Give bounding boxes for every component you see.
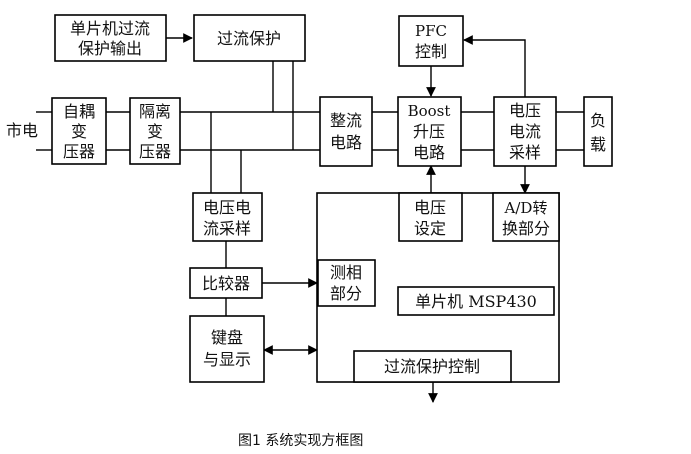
label-mcu-overcurrent-output-line1: 单片机过流	[70, 19, 150, 38]
label-vi-sampling-right-line1: 电压	[509, 101, 541, 120]
label-vi-sampling-left-line1: 电压电	[203, 198, 251, 217]
label-vi-sampling-left-line2: 流采样	[203, 219, 251, 238]
block-voltage-setting: 电压 设定	[398, 192, 463, 242]
label-isolation-transformer-line3: 压器	[139, 142, 171, 161]
label-pfc-control-line1: PFC	[415, 22, 447, 40]
label-overcurrent-protection: 过流保护	[217, 29, 281, 48]
connections	[36, 33, 584, 403]
block-comparator: 比较器	[189, 267, 263, 299]
block-vi-sampling-left: 电压电 流采样	[192, 192, 263, 242]
label-load-line1: 负	[590, 111, 606, 130]
label-vi-sampling-right-line2: 电流	[509, 122, 541, 141]
label-vi-sampling-right-line3: 采样	[509, 143, 541, 162]
label-voltage-setting-line1: 电压	[414, 198, 446, 217]
label-boost-line1: Boost	[408, 102, 451, 120]
block-load: 负 载	[583, 96, 613, 167]
block-keyboard-display: 键盘 与显示	[189, 315, 265, 383]
block-overcurrent-protection: 过流保护	[193, 14, 306, 62]
label-voltage-setting-line2: 设定	[414, 219, 446, 238]
block-adc: A/D转 换部分	[492, 192, 560, 242]
label-autotransformer-line2: 变	[71, 122, 87, 141]
label-autotransformer-line3: 压器	[63, 142, 95, 161]
label-rectifier-line2: 电路	[330, 133, 362, 152]
label-isolation-transformer-line2: 变	[147, 122, 163, 141]
label-mcu-overcurrent-output-line2: 保护输出	[78, 39, 142, 58]
label-mcu: 单片机 MSP430	[415, 292, 537, 311]
block-rectifier: 整流 电路	[319, 96, 373, 167]
label-isolation-transformer-line1: 隔离	[139, 102, 171, 121]
figure-caption: 图1 系统实现方框图	[238, 433, 363, 449]
label-rectifier-line1: 整流	[330, 111, 362, 130]
label-autotransformer-line1: 自耦	[63, 102, 95, 121]
block-mcu-label: 单片机 MSP430	[397, 286, 555, 316]
label-boost-line3: 电路	[413, 143, 445, 162]
label-adc-line1: A/D转	[504, 199, 548, 217]
arrow-sampling-to-pfc	[463, 35, 526, 97]
block-isolation-transformer: 隔离 变 压器	[129, 97, 181, 165]
label-adc-line2: 换部分	[502, 219, 550, 238]
block-mcu-overcurrent-output: 单片机过流 保护输出	[54, 14, 167, 62]
block-overcurrent-control: 过流保护控制	[353, 350, 512, 383]
label-pfc-control-line2: 控制	[415, 42, 447, 61]
label-overcurrent-control: 过流保护控制	[384, 357, 480, 376]
block-phase-detect: 测相 部分	[317, 259, 376, 307]
label-mains: 市电	[6, 121, 38, 140]
block-pfc-control: PFC 控制	[398, 15, 464, 67]
block-boost: Boost 升压 电路	[397, 96, 462, 167]
label-boost-line2: 升压	[413, 122, 445, 141]
label-keyboard-display-line2: 与显示	[203, 350, 251, 369]
block-vi-sampling-right: 电压 电流 采样	[493, 96, 557, 167]
label-phase-detect-line1: 测相	[330, 263, 362, 282]
block-autotransformer: 自耦 变 压器	[51, 97, 107, 165]
label-phase-detect-line2: 部分	[330, 284, 362, 303]
label-keyboard-display-line1: 键盘	[211, 328, 243, 347]
label-load-line2: 载	[590, 135, 606, 154]
label-comparator: 比较器	[202, 274, 250, 293]
